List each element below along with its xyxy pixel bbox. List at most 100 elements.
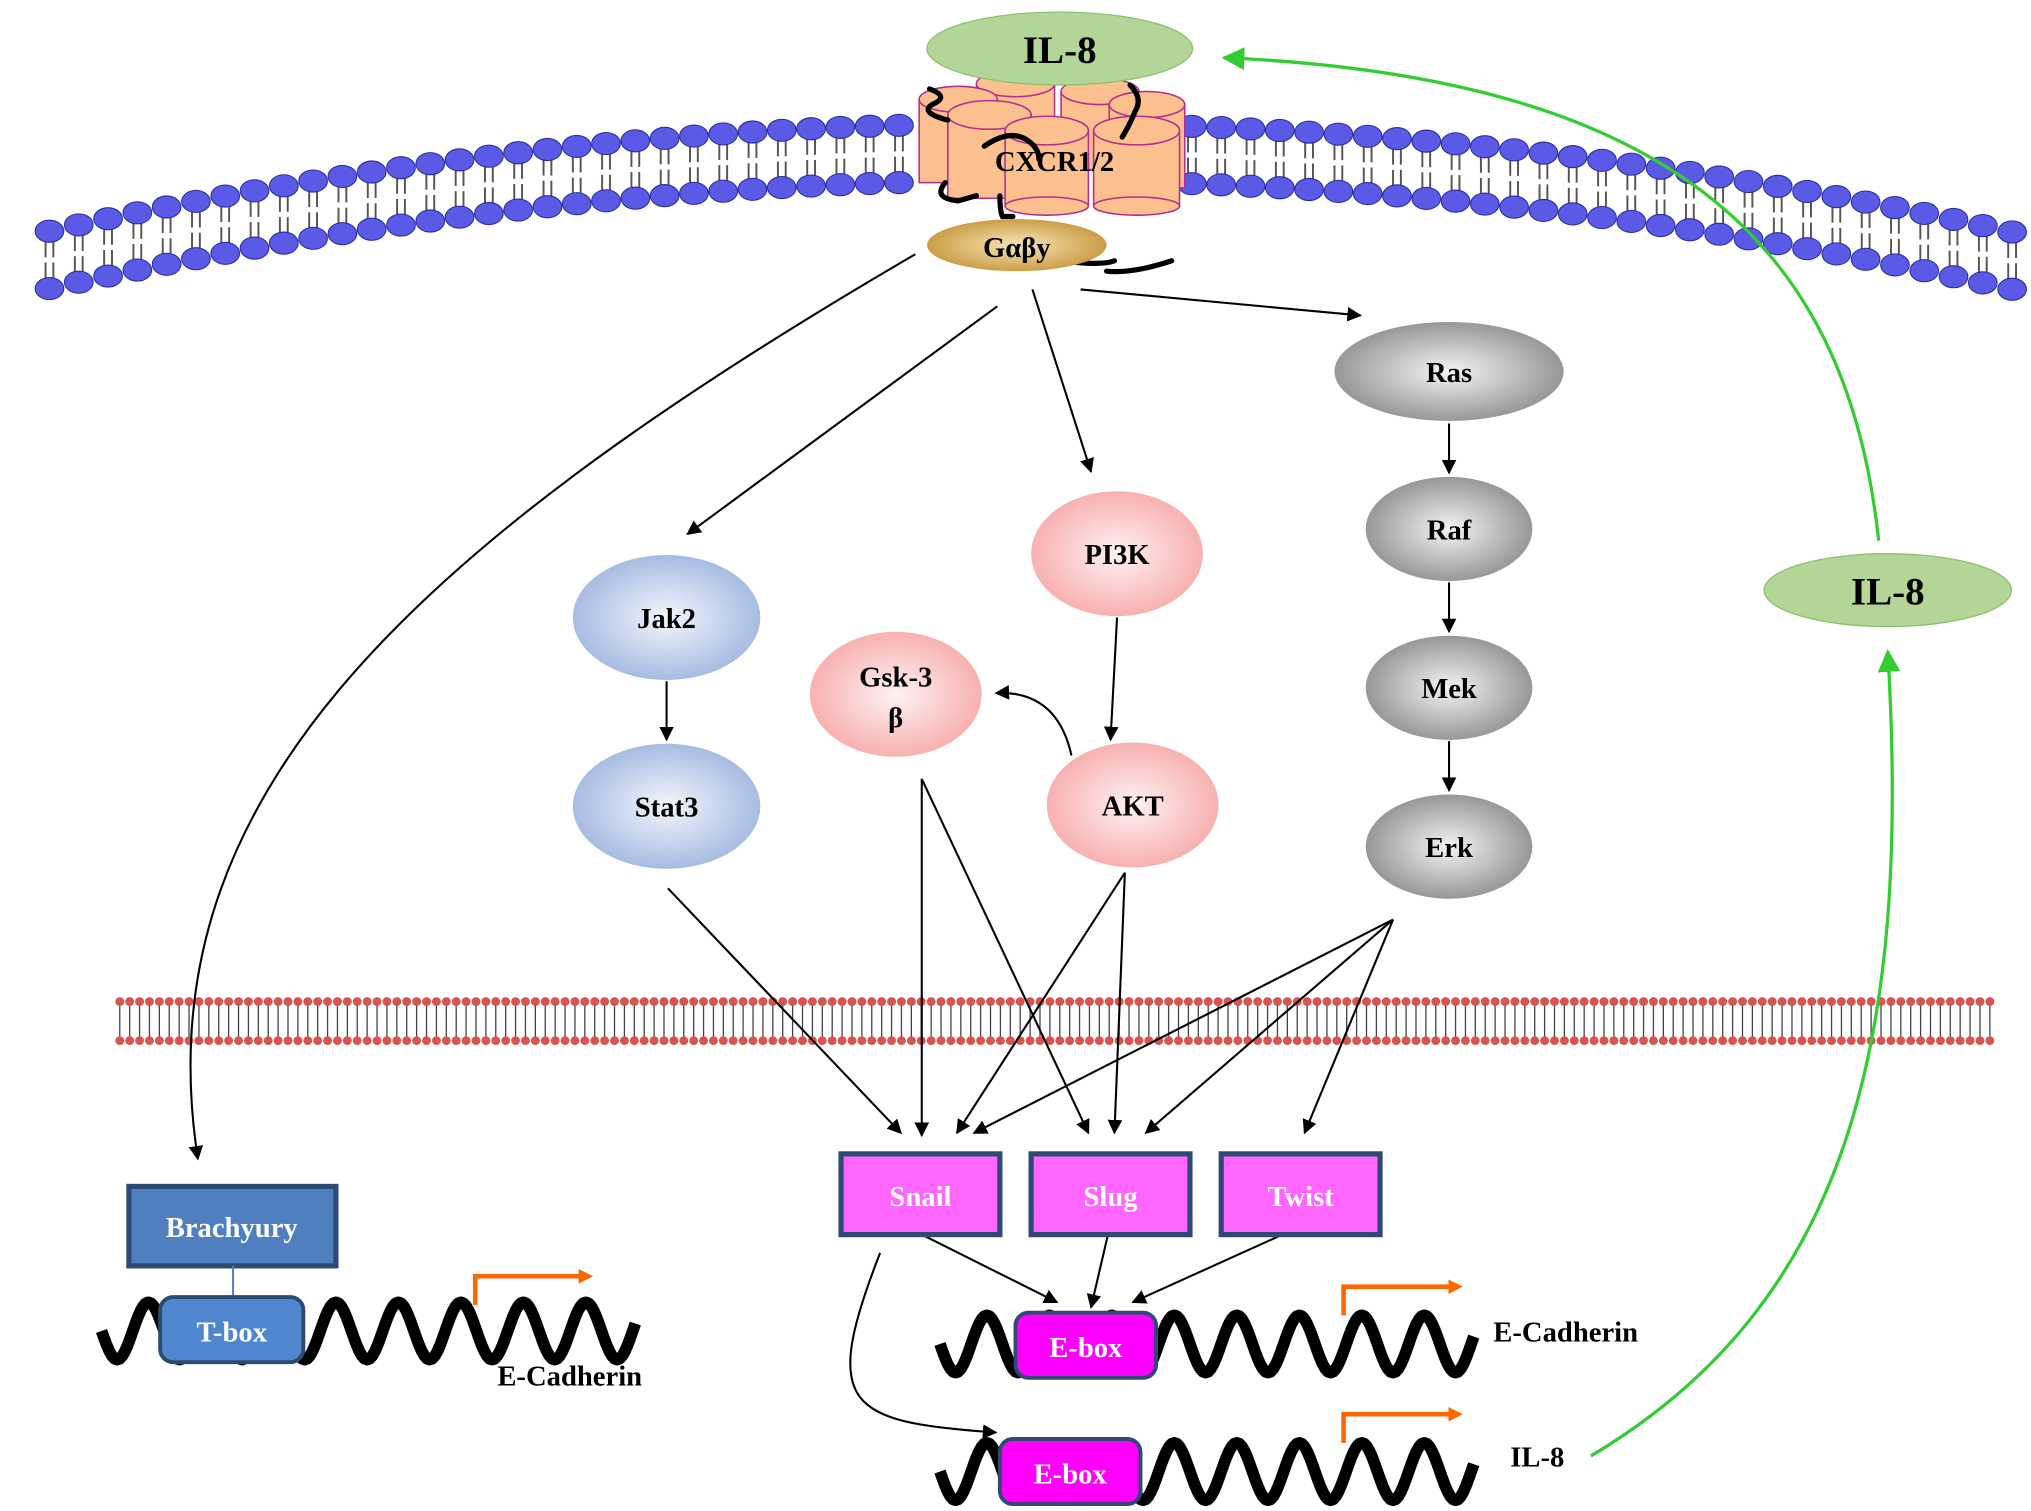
feedback-arrows — [1221, 47, 1901, 1458]
lipid-head — [415, 209, 446, 233]
lipid-head — [1451, 997, 1460, 1006]
il8-secreted-label: IL-8 — [1851, 570, 1925, 613]
lipid-head — [1206, 115, 1237, 140]
lipid-head — [1645, 213, 1676, 238]
lipid-head — [1362, 1036, 1371, 1046]
tbox-label: T-box — [196, 1316, 267, 1348]
lipid-head — [796, 174, 826, 198]
lipid-head — [1193, 1036, 1203, 1046]
arrow-erk-to-slug — [1144, 918, 1394, 1135]
lipid-head — [817, 1036, 827, 1046]
ebox-il8-gene-label: IL-8 — [1510, 1441, 1564, 1473]
arrow-akt-to-snail — [956, 872, 1126, 1135]
lipid-head — [210, 241, 241, 265]
arrow-snail-to-ebox — [921, 1233, 1059, 1304]
lipid-head — [333, 997, 342, 1006]
lipid-head — [1846, 1036, 1856, 1046]
lipid-head — [867, 1036, 877, 1046]
lipid-head — [530, 1036, 540, 1046]
lipid-head — [847, 997, 857, 1006]
lipid-head — [1075, 1036, 1084, 1046]
lipid-head — [1323, 179, 1354, 204]
lipid-head — [204, 997, 214, 1006]
lipid-head — [145, 1036, 154, 1046]
lipid-head — [936, 1036, 946, 1046]
stat3-label: Stat3 — [635, 792, 699, 824]
lipid-head — [372, 1036, 382, 1046]
nuclear-membrane — [115, 997, 1995, 1046]
arrow-erk-to-snail — [972, 918, 1394, 1134]
lipid-head — [1540, 997, 1550, 1006]
lipid-head — [1124, 997, 1134, 1006]
arrow-g-to-ras — [1080, 288, 1362, 322]
lipid-head — [263, 1036, 273, 1046]
lipid-head — [1235, 117, 1266, 141]
lipid-head — [1559, 997, 1569, 1006]
lipid-head — [1292, 1036, 1302, 1046]
lipid-head — [122, 201, 153, 225]
lipid-head — [1510, 1036, 1520, 1046]
lipid-head — [1213, 1036, 1223, 1046]
lipid-head — [501, 1036, 511, 1046]
lipid-head — [303, 1036, 313, 1046]
lipid-head — [857, 1036, 867, 1046]
lipid-head — [491, 1036, 501, 1046]
lipid-head — [718, 997, 728, 1006]
lipid-head — [986, 1036, 995, 1046]
lipid-head — [1470, 135, 1500, 159]
lipid-head — [1530, 997, 1540, 1006]
lipid-head — [1629, 1036, 1639, 1046]
lipid-head — [1704, 165, 1735, 189]
tbox-gene-label: E-Cadherin — [497, 1361, 642, 1393]
lipid-head — [1916, 1036, 1926, 1046]
lipid-head — [1381, 997, 1391, 1006]
lipid-head — [1619, 997, 1629, 1006]
lipid-head — [402, 997, 412, 1006]
lipid-head — [1352, 181, 1383, 206]
lipid-head — [1499, 195, 1529, 219]
lipid-head — [181, 189, 211, 214]
lipid-head — [1520, 1036, 1530, 1046]
lipid-head — [532, 195, 563, 219]
lipid-head — [825, 115, 856, 140]
lipid-head — [1322, 997, 1332, 1006]
receptor-label: CXCR1/2 — [995, 146, 1114, 178]
lipid-head — [1312, 997, 1322, 1006]
raf-label: Raf — [1427, 514, 1472, 546]
lipid-head — [313, 1036, 323, 1046]
lipid-head — [1500, 1036, 1510, 1046]
lipid-head — [1916, 997, 1926, 1006]
erk-label: Erk — [1425, 832, 1473, 864]
lipid-head — [1371, 1036, 1381, 1046]
lipid-head — [884, 113, 914, 137]
g-protein-node: Gαβy — [926, 219, 1107, 272]
lipid-head — [1965, 1036, 1975, 1046]
lipid-head — [708, 179, 739, 203]
lipid-head — [273, 1036, 283, 1046]
lipid-head — [532, 137, 563, 162]
lipid-head — [1352, 1036, 1362, 1046]
lipid-head — [1193, 997, 1203, 1006]
lipid-head — [530, 997, 540, 1006]
lipid-head — [1094, 997, 1104, 1006]
lipid-head — [210, 184, 241, 208]
lipid-head — [145, 997, 154, 1006]
lipid-head — [214, 1036, 224, 1046]
lipid-head — [1938, 207, 1969, 232]
ebox-ecadherin-element: E-box — [1013, 1310, 1159, 1380]
lipid-head — [946, 997, 956, 1006]
lipid-head — [362, 1036, 372, 1046]
lipid-head — [1183, 997, 1193, 1006]
lipid-head — [1757, 997, 1767, 1006]
lipid-head — [1490, 997, 1500, 1006]
lipid-head — [1431, 997, 1441, 1006]
lipid-head — [1645, 156, 1676, 180]
lipid-head — [738, 997, 748, 1006]
lipid-head — [93, 264, 123, 288]
lipid-head — [798, 997, 807, 1006]
gsk3b-label-line1: Gsk-3 — [859, 661, 932, 693]
lipid-head — [451, 997, 461, 1006]
lipid-head — [422, 1036, 431, 1046]
lipid-head — [342, 997, 352, 1006]
lipid-head — [1264, 118, 1295, 143]
